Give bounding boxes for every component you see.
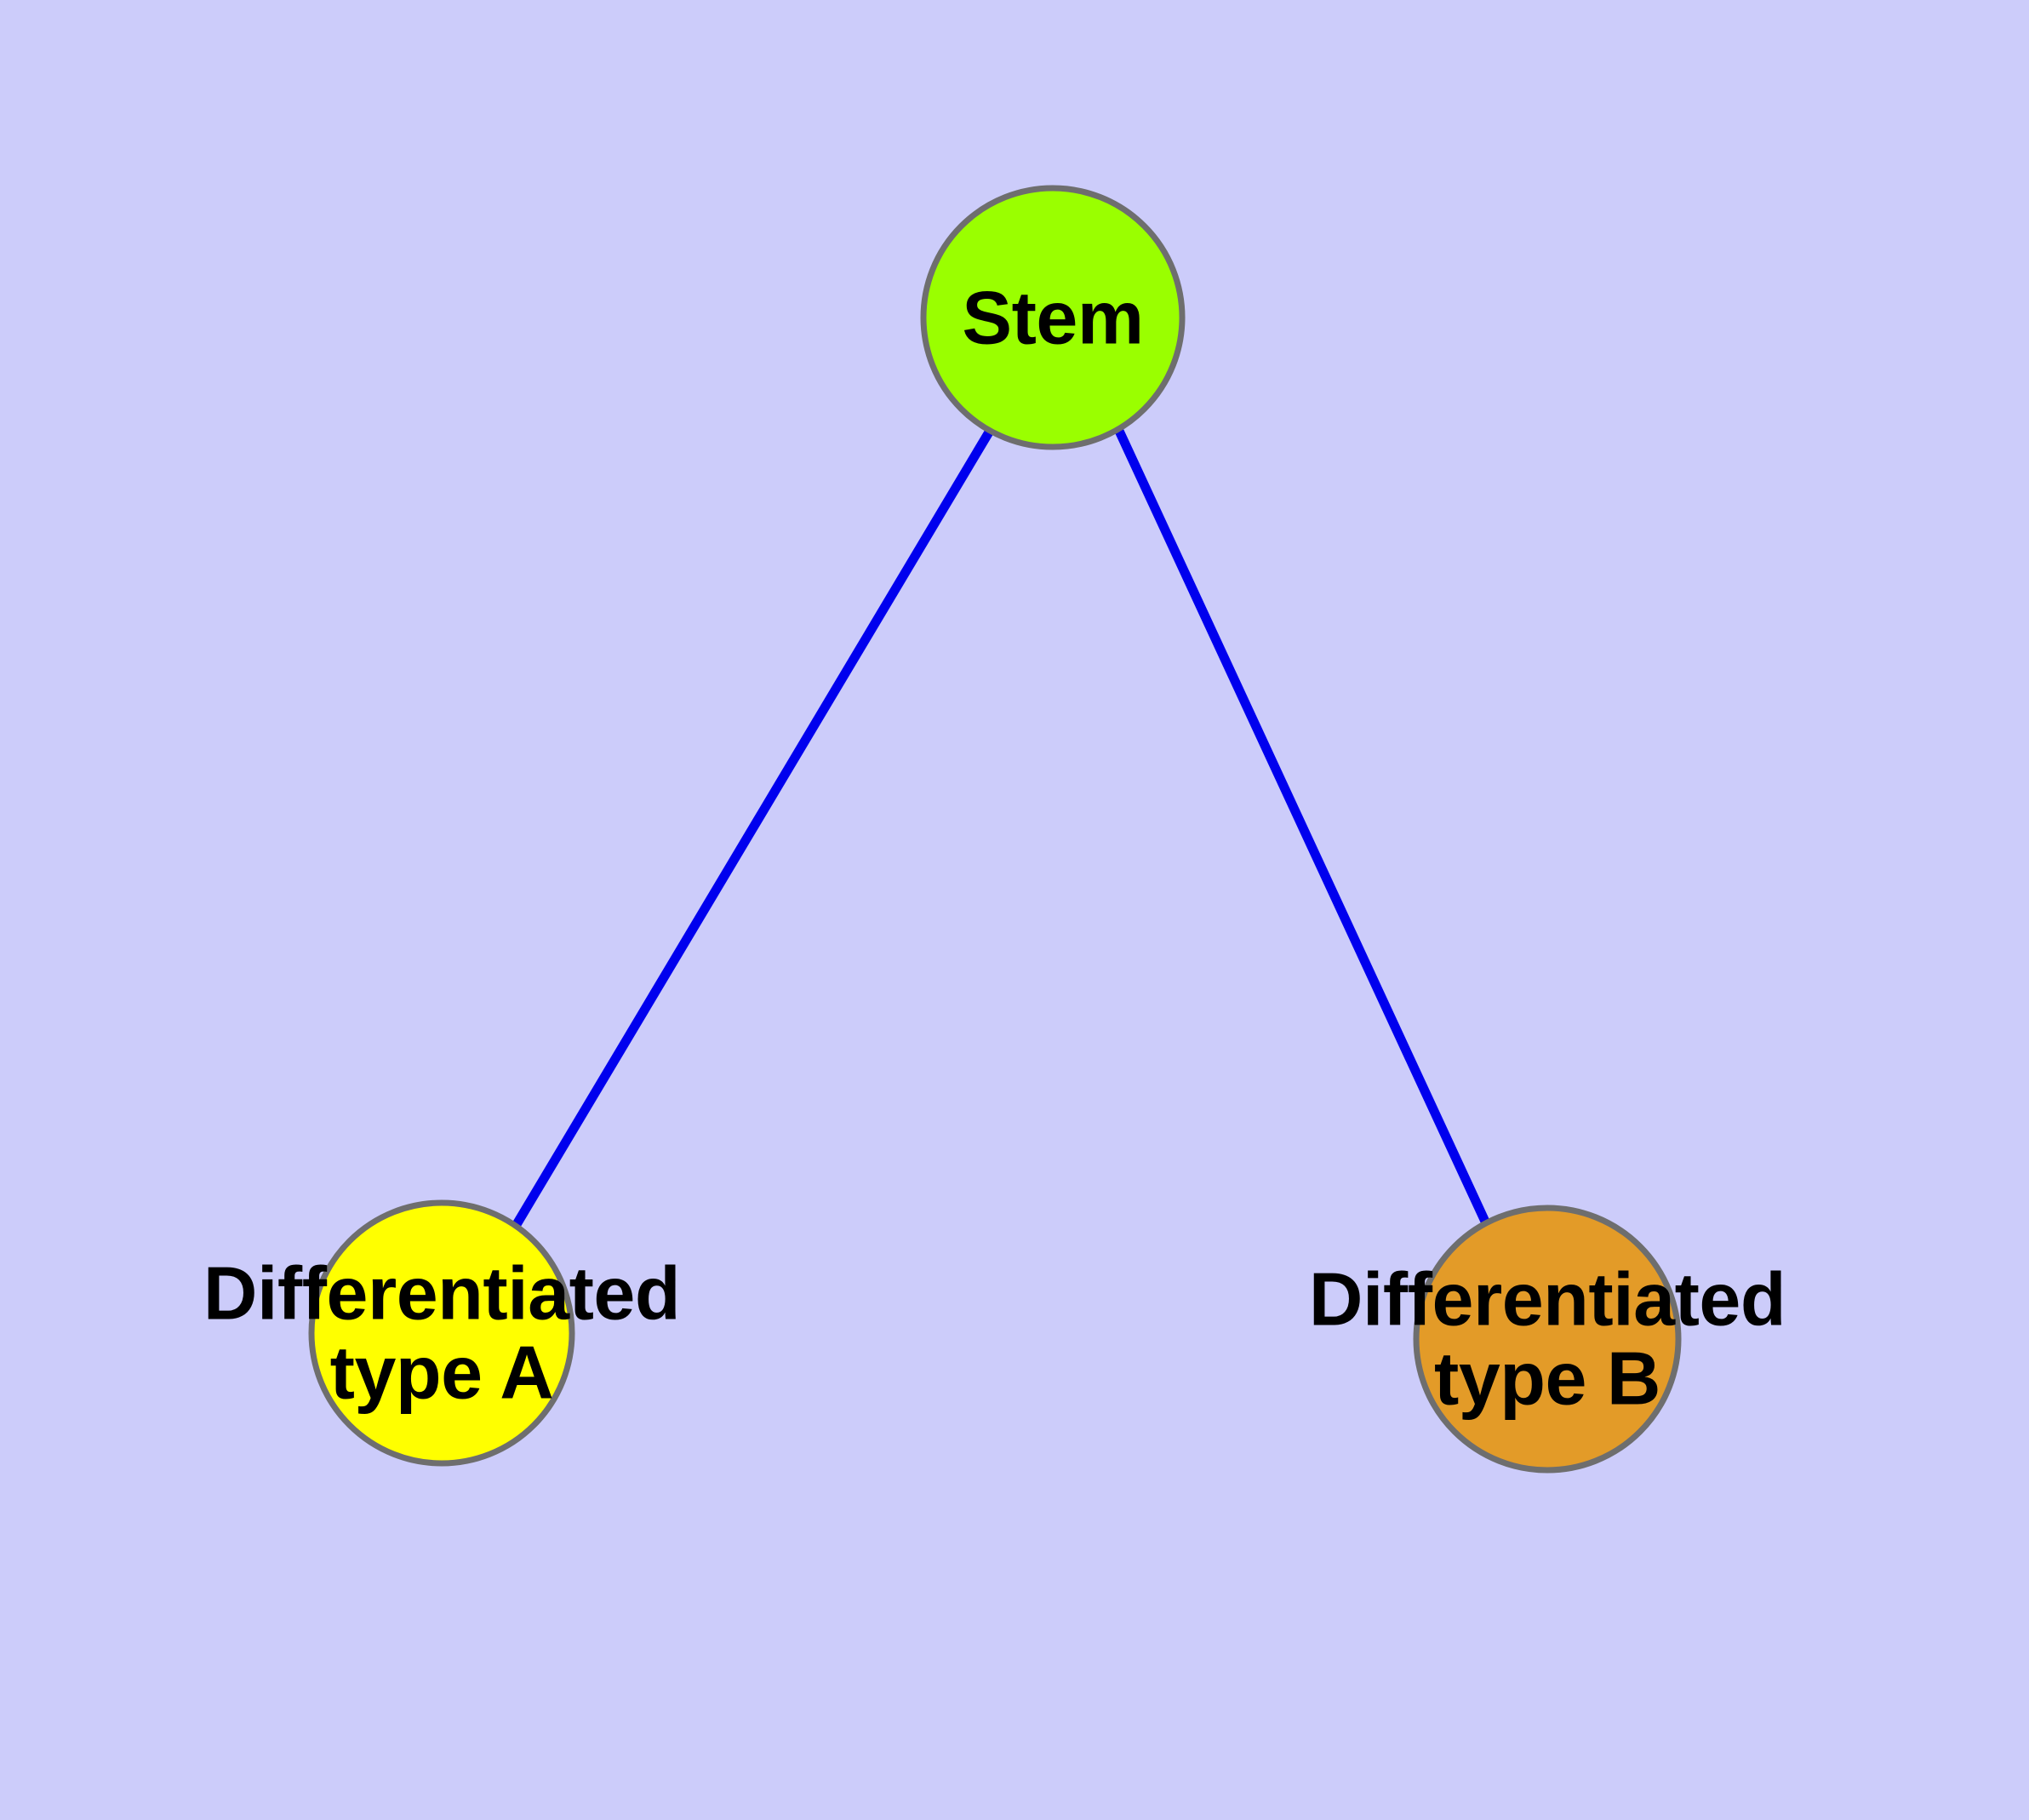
edge-stem-to-differentiated-type-b[interactable] bbox=[1114, 426, 1490, 1226]
node-layer bbox=[308, 185, 1682, 1474]
edge-layer bbox=[512, 426, 1490, 1228]
node-stem[interactable] bbox=[920, 185, 1186, 450]
node-differentiated-type-b[interactable] bbox=[1413, 1205, 1682, 1474]
node-differentiated-type-a[interactable] bbox=[308, 1199, 575, 1467]
edge-stem-to-differentiated-type-a[interactable] bbox=[512, 428, 994, 1228]
